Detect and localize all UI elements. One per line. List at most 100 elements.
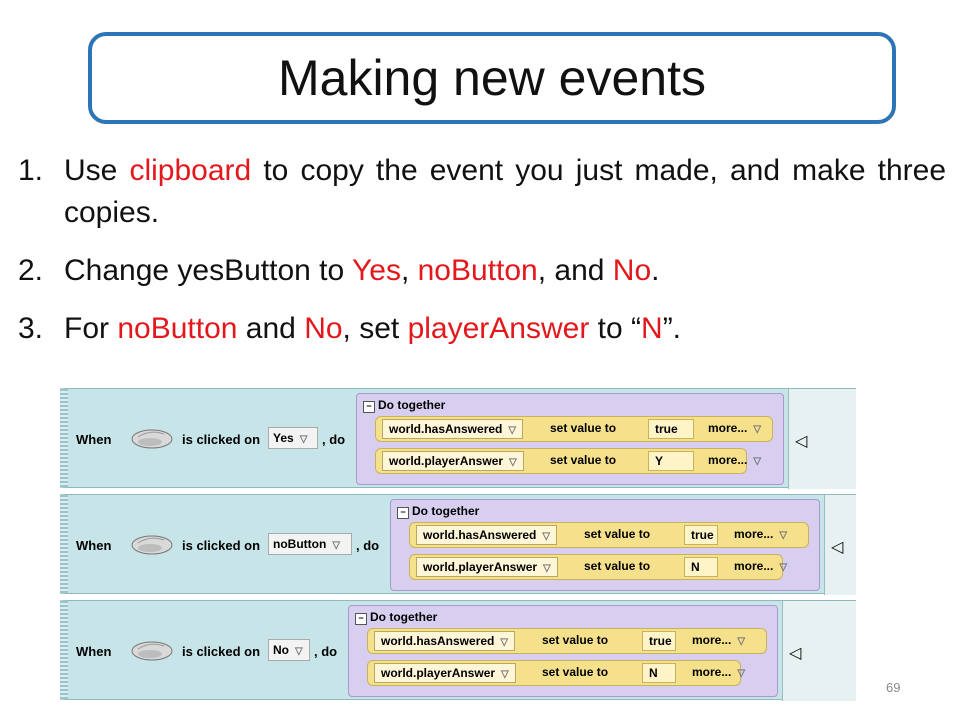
chevron-down-icon: ▽ (332, 540, 341, 551)
block-margin: ◁ (824, 495, 856, 595)
target-value: No (273, 643, 289, 657)
variable-name: world.hasAnswered (389, 422, 503, 436)
step-text: Use clipboard to copy the event you just… (64, 150, 946, 234)
more-label: more... (692, 633, 732, 647)
block-margin: ◁ (782, 601, 856, 701)
target-dropdown[interactable]: noButton ▽ (268, 533, 352, 555)
is-clicked-on-label: is clicked on (182, 432, 261, 447)
variable-dropdown[interactable]: world.hasAnswered ▽ (416, 525, 558, 545)
is-clicked-on-label: is clicked on (182, 644, 261, 659)
value-dropdown[interactable]: true (684, 525, 718, 545)
value-dropdown[interactable]: N (684, 557, 718, 577)
event-screenshot: When is clicked on Yes▽ , do −Do together wor… (60, 388, 856, 492)
more-button[interactable]: more... ▽ (728, 557, 793, 577)
step-text: For noButton and No, set playerAnswer to… (64, 308, 946, 350)
variable-dropdown[interactable]: world.hasAnswered▽ (382, 419, 524, 439)
step-text-part: , (400, 254, 418, 287)
value-text: true (655, 422, 678, 436)
collapse-icon[interactable]: − (355, 613, 367, 625)
value-dropdown[interactable]: true (642, 631, 676, 651)
step-number: 3. (18, 312, 44, 345)
collapse-icon[interactable]: − (397, 507, 409, 519)
step-text: Change yesButton to Yes, noButton, and N… (64, 250, 946, 292)
more-label: more... (692, 665, 732, 679)
do-together-header: −Do together (355, 610, 437, 625)
highlighted-text: No (612, 254, 652, 287)
do-label: , do (356, 538, 380, 553)
more-label: more... (734, 559, 774, 573)
mouse-icon (130, 427, 174, 449)
variable-dropdown[interactable]: world.playerAnswer ▽ (374, 663, 516, 683)
do-together-header: −Do together (397, 504, 479, 519)
value-text: true (649, 634, 672, 648)
set-value-label: set value to (584, 559, 651, 573)
chevron-down-icon: ▽ (542, 531, 551, 542)
title-box: Making new events (88, 32, 896, 124)
value-dropdown[interactable]: true (648, 419, 694, 439)
set-value-label: set value to (550, 421, 617, 435)
do-together-label: Do together (378, 398, 446, 412)
highlighted-text: N (641, 312, 663, 345)
step-text-part: Use (64, 154, 130, 187)
more-button[interactable]: more...▽ (702, 419, 767, 439)
step-text-part: to “ (589, 312, 642, 345)
target-value: noButton (273, 537, 327, 551)
step-text-part: Change yesButton to (64, 254, 352, 287)
mouse-icon (130, 639, 174, 661)
variable-dropdown[interactable]: world.playerAnswer▽ (382, 451, 524, 471)
chevron-down-icon: ▽ (509, 457, 517, 468)
step-number: 2. (18, 254, 44, 287)
variable-name: world.playerAnswer (381, 666, 496, 680)
more-label: more... (734, 527, 774, 541)
chevron-down-icon: ▽ (779, 562, 788, 573)
steps-list: 1.Use clipboard to copy the event you ju… (18, 150, 946, 366)
value-dropdown[interactable]: N (642, 663, 676, 683)
collapse-icon[interactable]: − (363, 401, 375, 413)
step-text-part: to copy the event you just made, and mak… (64, 154, 947, 229)
do-together-header: −Do together (363, 398, 445, 413)
set-value-label: set value to (542, 633, 609, 647)
do-together-block[interactable]: −Do together world.hasAnswered▽ set value … (348, 605, 778, 697)
step-item: 3. For noButton and No, set playerAnswer … (18, 308, 946, 350)
value-text: Y (655, 454, 664, 468)
slide-title: Making new events (277, 50, 706, 106)
more-button[interactable]: more...▽ (728, 525, 793, 545)
more-button[interactable]: more...▽ (686, 663, 751, 683)
target-dropdown[interactable]: Yes▽ (268, 427, 318, 449)
do-together-block[interactable]: −Do together world.hasAnswered ▽ set value … (390, 499, 820, 591)
more-button[interactable]: more...▽ (686, 631, 751, 651)
variable-dropdown[interactable]: world.playerAnswer▽ (416, 557, 558, 577)
step-text-part: , set (342, 312, 408, 345)
step-text-part: and (237, 312, 305, 345)
target-dropdown[interactable]: No▽ (268, 639, 310, 661)
chevron-down-icon: ▽ (501, 669, 509, 680)
is-clicked-on-label: is clicked on (182, 538, 261, 553)
block-margin: ◁ (788, 389, 856, 489)
when-label: When (76, 432, 112, 447)
chevron-down-icon: ▽ (543, 563, 551, 574)
statement-row[interactable]: world.hasAnswered▽ set value to true more..… (375, 416, 773, 442)
when-label: When (76, 538, 112, 553)
chevron-left-icon: ◁ (795, 433, 808, 450)
do-together-label: Do together (370, 610, 438, 624)
event-block[interactable]: When is clicked on Yes▽ , do −Do together wor… (60, 388, 856, 489)
variable-name: world.hasAnswered (423, 528, 537, 542)
statement-row[interactable]: world.hasAnswered▽ set value to true more..… (367, 628, 767, 654)
event-block[interactable]: When is clicked on noButton ▽ , do −Do togeth… (60, 494, 856, 595)
when-label: When (76, 644, 112, 659)
more-button[interactable]: more...▽ (702, 451, 767, 471)
value-dropdown[interactable]: Y (648, 451, 694, 471)
mouse-icon (130, 533, 174, 555)
highlighted-text: noButton (417, 254, 538, 287)
value-text: N (691, 560, 700, 574)
do-label: , do (322, 432, 346, 447)
value-text: true (691, 528, 714, 542)
variable-dropdown[interactable]: world.hasAnswered▽ (374, 631, 516, 651)
step-text-part: . (651, 254, 660, 287)
